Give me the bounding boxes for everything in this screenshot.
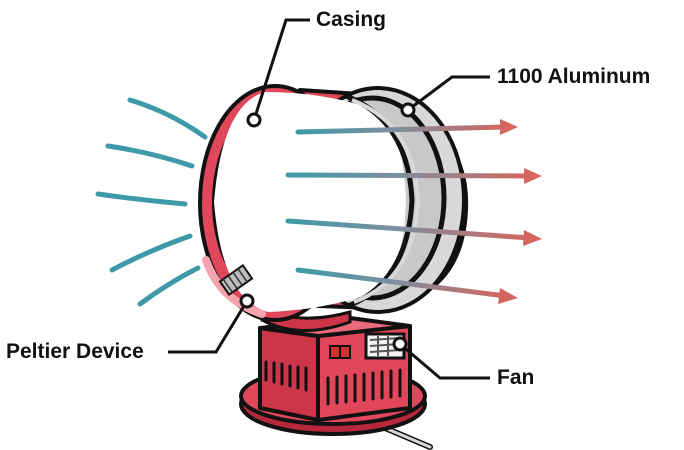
cold-air-wave-icon: [105, 143, 195, 169]
cold-air-wave-icon: [95, 191, 188, 207]
label-casing: Casing: [316, 8, 387, 31]
peltier-module-icon: [218, 264, 254, 296]
leader-fan: [399, 342, 490, 380]
air-flow-arrow-icon: [285, 168, 542, 184]
air-flow-arrows: [285, 119, 542, 304]
motor-housing: [258, 316, 412, 422]
marker-fan: [392, 336, 408, 352]
marker-casing: [246, 112, 262, 128]
power-cord-icon: [382, 425, 433, 450]
cold-air-waves: [95, 97, 208, 307]
ring-opening: [214, 92, 406, 312]
cold-air-wave-icon: [127, 97, 208, 140]
marker-aluminum: [400, 102, 416, 118]
marker-peltier: [239, 293, 255, 309]
cold-air-wave-icon: [109, 233, 193, 273]
label-aluminum: 1100 Aluminum: [497, 65, 651, 88]
leader-casing: [252, 18, 310, 121]
leader-lines: [168, 18, 490, 380]
label-fan: Fan: [497, 366, 535, 389]
air-flow-arrow-icon: [295, 267, 518, 304]
fan-grille-icon: [364, 332, 406, 360]
cold-air-wave-icon: [137, 265, 201, 307]
air-flow-arrow-icon: [285, 218, 542, 246]
leader-peltier: [168, 300, 249, 354]
leader-aluminum: [407, 75, 490, 112]
label-peltier-device: Peltier Device: [6, 340, 144, 363]
air-flow-arrow-icon: [295, 119, 518, 135]
